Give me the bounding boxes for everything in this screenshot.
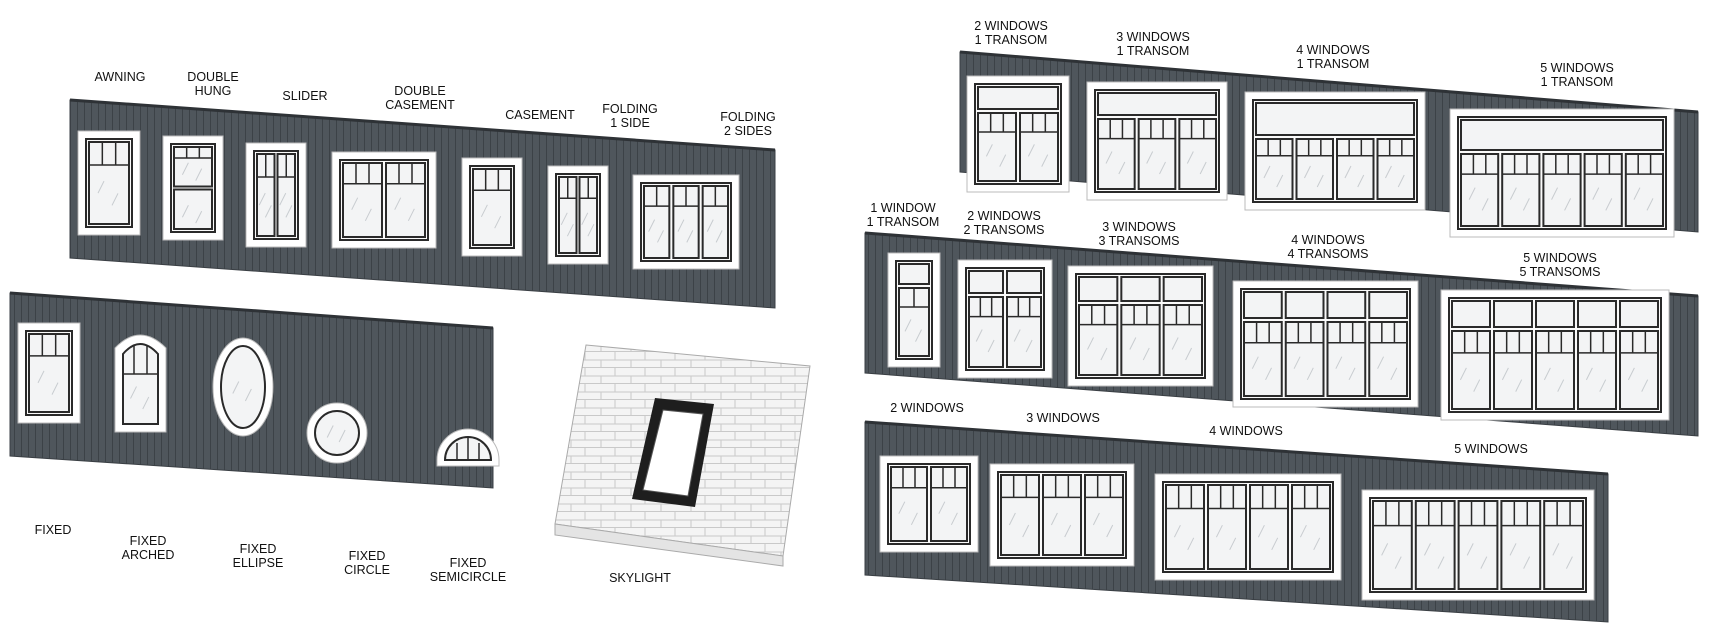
window-skylight [632, 398, 714, 507]
label-double-casement: DOUBLE CASEMENT [385, 84, 455, 112]
window-1-window-1-transom [887, 252, 941, 368]
label-folding-1-side: FOLDING 1 SIDE [602, 102, 658, 130]
window-4-windows-1-transom [1244, 91, 1426, 211]
window-fixed-ellipse [212, 337, 274, 437]
label-4-windows-4-transoms: 4 WINDOWS 4 TRANSOMS [1287, 233, 1369, 261]
label-awning: AWNING [94, 70, 146, 84]
window-fixed-circle [306, 402, 368, 464]
label-fixed-arched: FIXED ARCHED [121, 534, 175, 562]
label-casement: CASEMENT [505, 108, 575, 122]
label-fixed-semicircle: FIXED SEMICIRCLE [429, 556, 507, 584]
label-2-windows-1-transom: 2 WINDOWS 1 TRANSOM [974, 19, 1048, 47]
window-awning [77, 130, 141, 236]
label-folding-2-sides: FOLDING 2 SIDES [720, 110, 776, 138]
label-skylight: SKYLIGHT [609, 571, 671, 585]
label-1-window-1-transom: 1 WINDOW 1 TRANSOM [866, 201, 940, 229]
window-2-windows [879, 455, 979, 553]
label-3-windows-1-transom: 3 WINDOWS 1 TRANSOM [1116, 30, 1190, 58]
label-fixed-circle: FIXED CIRCLE [344, 549, 390, 577]
window-fixed [17, 322, 81, 424]
window-2-windows-2-transoms [957, 259, 1053, 379]
window-double-casement [331, 151, 437, 249]
label-4-windows: 4 WINDOWS [1209, 424, 1283, 438]
window-double-hung [162, 135, 224, 241]
window-folding-2-sides [632, 174, 740, 270]
label-fixed-ellipse: FIXED ELLIPSE [232, 542, 284, 570]
window-5-windows [1361, 489, 1595, 601]
window-3-windows-1-transom [1086, 81, 1228, 201]
window-5-windows-1-transom [1449, 108, 1675, 238]
window-casement [461, 157, 523, 257]
window-3-windows [989, 463, 1135, 567]
label-4-windows-1-transom: 4 WINDOWS 1 TRANSOM [1296, 43, 1370, 71]
label-double-hung: DOUBLE HUNG [187, 70, 239, 98]
label-fixed: FIXED [34, 523, 72, 537]
skylight-roof [554, 344, 811, 567]
window-fixed-arched [114, 334, 167, 433]
window-3-windows-3-transoms [1067, 265, 1214, 387]
label-2-windows: 2 WINDOWS [890, 401, 964, 415]
window-5-windows-5-transoms [1440, 289, 1670, 421]
label-3-windows-3-transoms: 3 WINDOWS 3 TRANSOMS [1098, 220, 1180, 248]
label-2-windows-2-transoms: 2 WINDOWS 2 TRANSOMS [963, 209, 1045, 237]
label-5-windows-1-transom: 5 WINDOWS 1 TRANSOM [1540, 61, 1614, 89]
label-5-windows-5-transoms: 5 WINDOWS 5 TRANSOMS [1519, 251, 1601, 279]
label-slider: SLIDER [282, 89, 328, 103]
window-folding-1-side [547, 165, 609, 265]
window-4-windows-4-transoms [1232, 280, 1419, 408]
window-slider [245, 142, 307, 248]
window-fixed-semicircle [436, 428, 500, 467]
label-3-windows: 3 WINDOWS [1026, 411, 1100, 425]
window-2-windows-1-transom [966, 75, 1070, 193]
label-5-windows: 5 WINDOWS [1454, 442, 1528, 456]
window-4-windows [1154, 473, 1342, 581]
